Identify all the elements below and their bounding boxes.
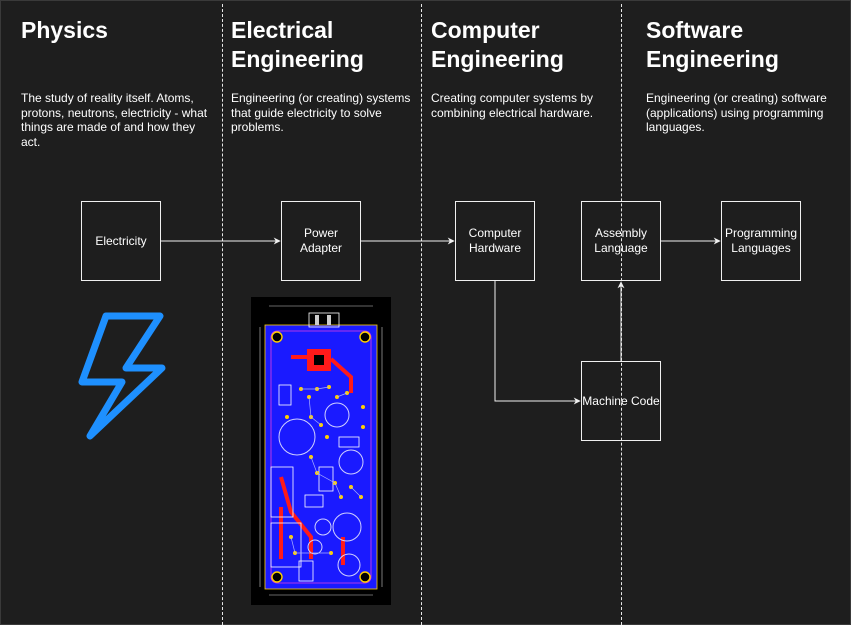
node-assembly-language[interactable]: Assembly Language [581, 201, 661, 281]
lightning-bolt-icon [78, 312, 166, 440]
column-title-physics: Physics [21, 17, 108, 43]
column-description-electrical-engineering: Engineering (or creating) systems that g… [231, 91, 411, 134]
circuit-board-image [251, 297, 391, 605]
column-divider-3 [621, 4, 622, 625]
node-computer-hardware[interactable]: Computer Hardware [455, 201, 535, 281]
column-description-software-engineering: Engineering (or creating) software (appl… [646, 91, 827, 134]
column-title-electrical-engineering: Electrical Engineering [231, 17, 364, 72]
node-power-adapter[interactable]: Power Adapter [281, 201, 361, 281]
node-programming-languages[interactable]: Programming Languages [721, 201, 801, 281]
column-title-computer-engineering: Computer Engineering [431, 17, 564, 72]
node-machine-code[interactable]: Machine Code [581, 361, 661, 441]
column-title-software-engineering: Software Engineering [646, 17, 779, 72]
column-description-physics: The study of reality itself. Atoms, prot… [21, 91, 208, 149]
column-divider-1 [222, 4, 223, 625]
column-divider-2 [421, 4, 422, 625]
node-electricity[interactable]: Electricity [81, 201, 161, 281]
column-description-computer-engineering: Creating computer systems by combining e… [431, 91, 594, 120]
